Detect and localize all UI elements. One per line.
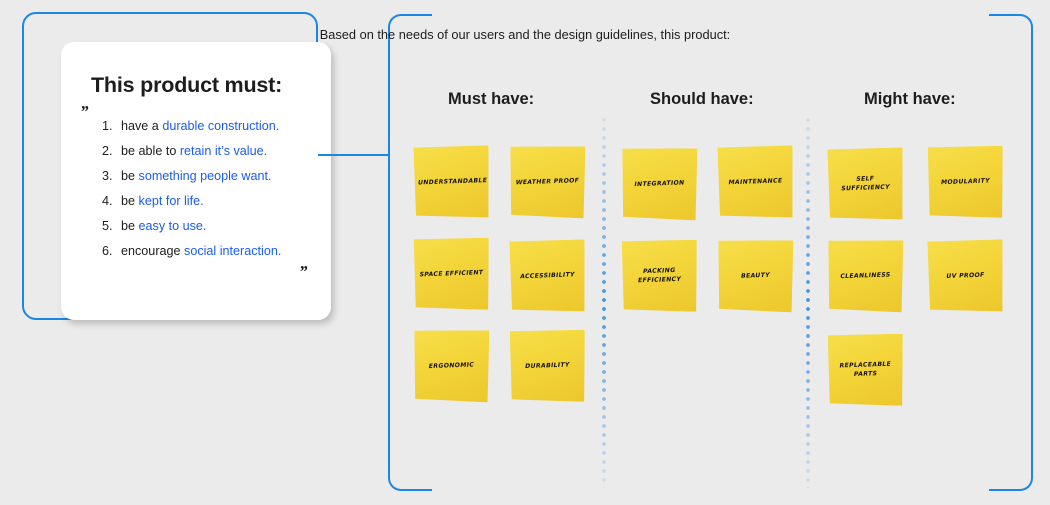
list-item: be easy to use. <box>116 220 281 233</box>
quote-open-mark: ” <box>80 102 88 121</box>
requirements-panel: This product must: ” have a durable cons… <box>22 12 331 320</box>
requirement-prefix: be <box>121 218 139 233</box>
sticky-note[interactable]: SPACE EFFICIENT <box>414 238 489 310</box>
requirement-highlight: something people want. <box>138 168 272 183</box>
sticky-note[interactable]: BEAUTY <box>718 240 793 312</box>
panel-connector-line <box>318 154 390 156</box>
sticky-note[interactable]: ERGONOMIC <box>414 330 489 402</box>
bracket-left <box>388 14 432 491</box>
sticky-note[interactable]: ACCESSIBILITY <box>510 240 585 312</box>
list-item: encourage social interaction. <box>116 245 281 258</box>
matrix-panel <box>388 14 1033 491</box>
requirement-prefix: have a <box>121 119 163 133</box>
column-header-must: Must have: <box>448 90 535 108</box>
sticky-note[interactable]: MODULARITY <box>928 146 1003 218</box>
requirement-prefix: be <box>121 193 139 208</box>
column-header-might: Might have: <box>864 90 956 108</box>
list-item: be kept for life. <box>116 195 281 208</box>
sticky-note[interactable]: MAINTENANCE <box>718 146 793 218</box>
requirement-prefix: encourage <box>121 243 185 258</box>
sticky-note[interactable]: DURABILITY <box>510 330 585 402</box>
list-item: have a durable construction. <box>116 120 281 133</box>
requirement-highlight: kept for life. <box>138 193 204 208</box>
board-subtitle: Based on the needs of our users and the … <box>319 27 731 42</box>
sticky-note-label: SELF SUFFICIENCY <box>841 175 891 193</box>
requirements-list: have a durable construction. be able to … <box>88 120 281 270</box>
quote-card: This product must: ” have a durable cons… <box>61 42 331 320</box>
column-divider-2 <box>806 118 810 488</box>
sticky-note-label: REPLACEABLE PARTS <box>839 360 892 379</box>
sticky-note[interactable]: SELF SUFFICIENCY <box>828 148 903 220</box>
sticky-note[interactable]: CLEANLINESS <box>828 240 903 312</box>
sticky-note-label: PACKING EFFICIENCY <box>637 267 682 285</box>
page-title: This product must: <box>91 73 283 97</box>
sticky-note[interactable]: PACKING EFFICIENCY <box>622 240 697 312</box>
sticky-note[interactable]: REPLACEABLE PARTS <box>828 334 903 406</box>
bracket-right <box>989 14 1033 491</box>
quote-close-mark: ” <box>299 262 307 281</box>
sticky-note[interactable]: WEATHER PROOF <box>510 146 585 218</box>
requirement-highlight: social interaction. <box>184 243 282 258</box>
requirement-prefix: be <box>121 168 139 183</box>
requirement-highlight: easy to use. <box>138 218 207 233</box>
requirement-highlight: durable construction. <box>162 119 280 133</box>
list-item: be something people want. <box>116 170 281 183</box>
sticky-note[interactable]: UV PROOF <box>928 240 1003 312</box>
requirement-prefix: be able to <box>121 143 180 158</box>
column-header-should: Should have: <box>650 90 754 108</box>
sticky-note[interactable]: UNDERSTANDABLE <box>414 146 489 218</box>
list-item: be able to retain it’s value. <box>116 145 281 158</box>
requirement-highlight: retain it’s value. <box>179 143 268 158</box>
column-divider-1 <box>602 118 606 488</box>
sticky-note[interactable]: INTEGRATION <box>622 148 697 220</box>
